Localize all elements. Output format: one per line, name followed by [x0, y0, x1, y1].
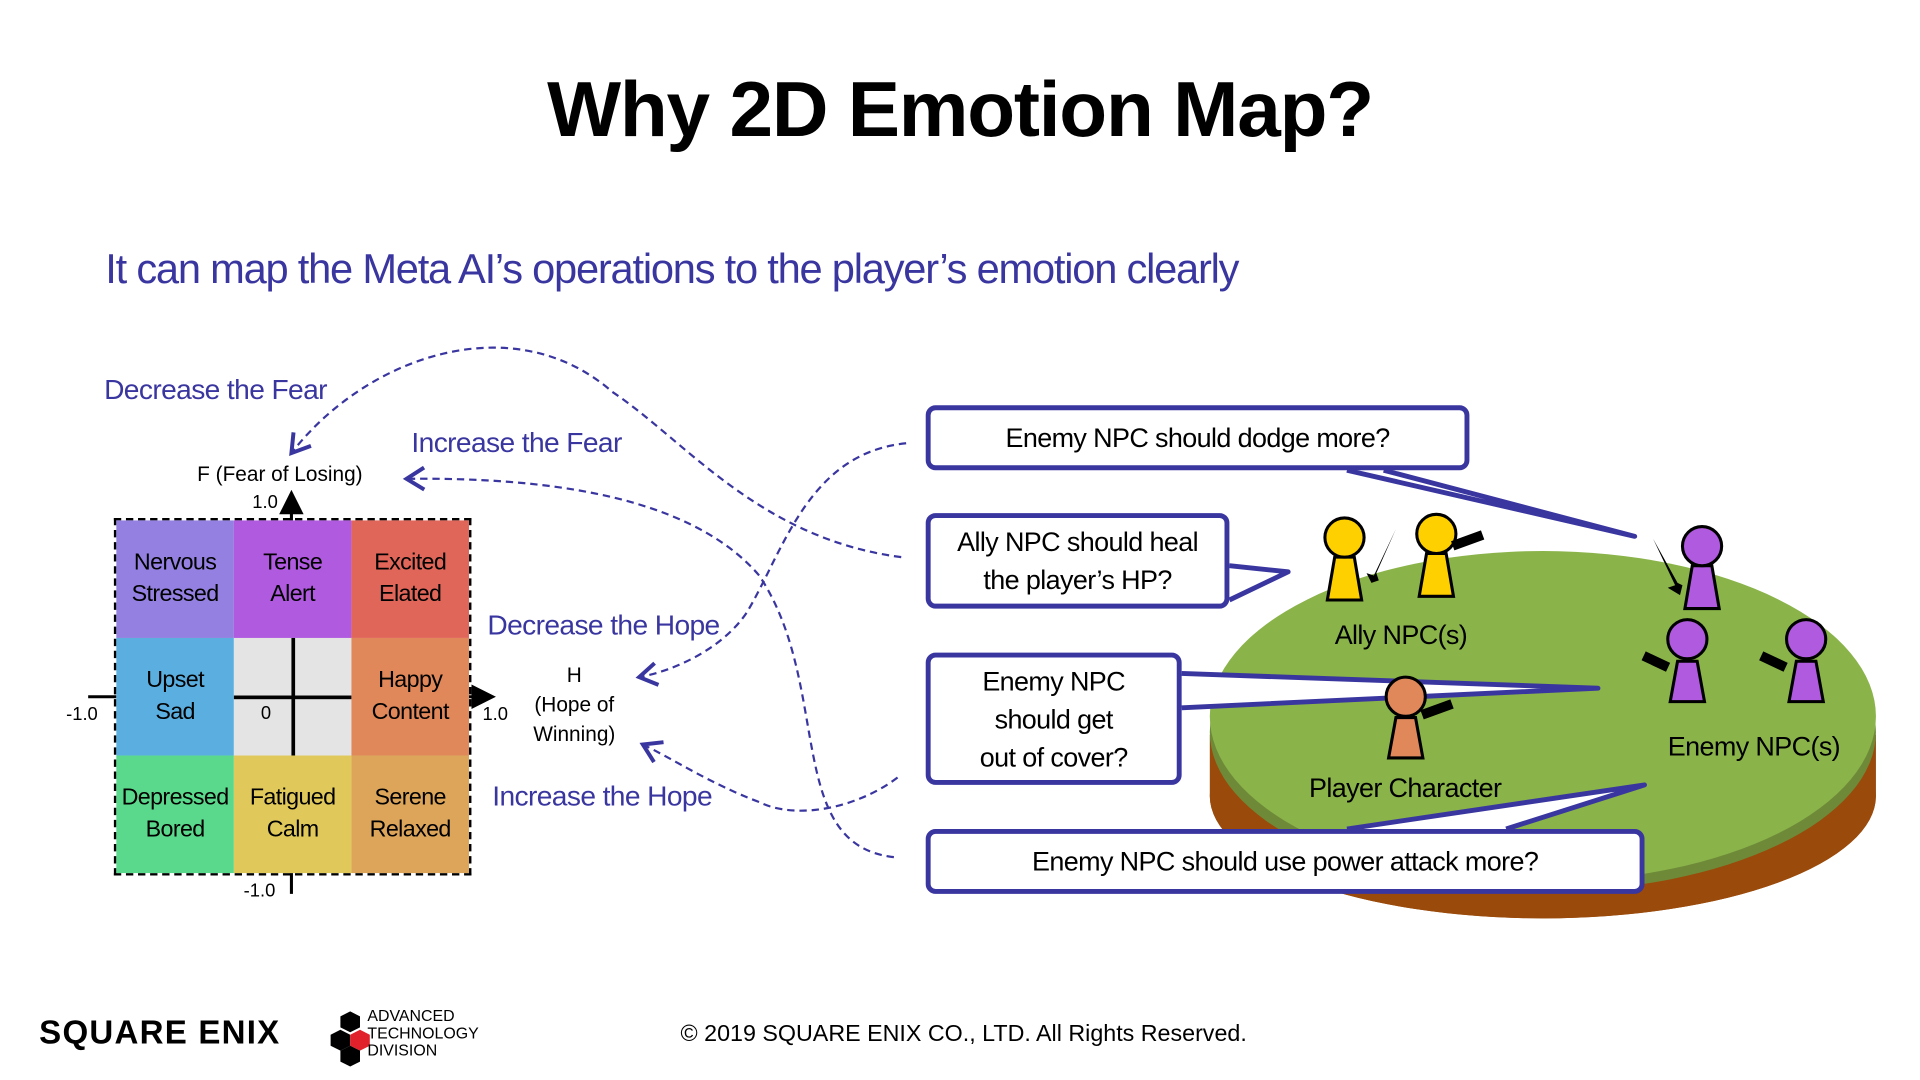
- emotion-label: Serene: [374, 784, 447, 811]
- ally-npc: [1415, 512, 1458, 598]
- square-enix-logo: SQUARE ENIX: [39, 1013, 281, 1051]
- x-axis-label: H (Hope of Winning): [525, 661, 623, 749]
- emotion-label: Fatigued: [249, 784, 336, 811]
- x-min-tick: -1.0: [66, 704, 98, 725]
- emotion-label: Upset: [146, 667, 204, 694]
- x-axis-label-line: H: [566, 663, 582, 687]
- gun-icon: [1641, 651, 1671, 672]
- gun-icon: [1451, 530, 1485, 551]
- bubble-heal: Ally NPC should heal the player’s HP?: [925, 513, 1230, 609]
- decrease-fear-label: Decrease the Fear: [104, 373, 327, 406]
- ally-npc-label: Ally NPC(s): [1334, 619, 1468, 651]
- page-title: Why 2D Emotion Map?: [547, 64, 1374, 154]
- sword-icon: [1366, 528, 1396, 583]
- enemy-npc: [1785, 618, 1828, 704]
- emotion-label: Elated: [379, 581, 442, 608]
- characters: [1323, 512, 1828, 760]
- operation-arrows: [289, 346, 907, 859]
- copyright: © 2019 SQUARE ENIX CO., LTD. All Rights …: [680, 1021, 1247, 1047]
- emotion-cell: 0: [233, 637, 352, 756]
- bubble-cover: Enemy NPC should get out of cover?: [925, 652, 1182, 785]
- gun-icon: [1420, 699, 1454, 720]
- emotion-label: Content: [371, 699, 450, 725]
- emotion-label: Relaxed: [369, 816, 452, 843]
- sword-icon: [1653, 538, 1683, 596]
- atd-line: DIVISION: [367, 1040, 438, 1060]
- x-axis-label-line: (Hope of: [534, 693, 615, 717]
- increase-fear-label: Increase the Fear: [411, 426, 622, 458]
- bubble-line: should get: [994, 703, 1114, 735]
- emotion-label: Happy: [378, 667, 443, 694]
- bubble-line: Enemy NPC: [982, 665, 1126, 697]
- y-axis-label: F (Fear of Losing): [197, 462, 363, 487]
- y-min-tick: -1.0: [243, 880, 276, 902]
- subtitle: It can map the Meta AI’s operations to t…: [105, 246, 1239, 293]
- y-max-tick: 1.0: [252, 492, 278, 514]
- ally-npc: [1323, 516, 1366, 602]
- increase-hope-label: Increase the Hope: [492, 780, 712, 812]
- emotion-label: Stressed: [131, 581, 220, 608]
- enemy-npc: [1666, 618, 1709, 704]
- bubble-line: Ally NPC should heal: [957, 526, 1198, 558]
- player-character: [1384, 675, 1427, 760]
- enemy-npc-label: Enemy NPC(s): [1667, 731, 1841, 762]
- player-character-label: Player Character: [1308, 772, 1502, 804]
- x-max-tick: 1.0: [482, 704, 508, 725]
- decrease-hope-label: Decrease the Hope: [487, 608, 720, 641]
- emotion-label: Bored: [145, 816, 206, 843]
- bubble-dodge: Enemy NPC should dodge more?: [925, 405, 1470, 471]
- emotion-label: Excited: [374, 549, 447, 576]
- emotion-label: Calm: [266, 816, 319, 843]
- origin-tick: 0: [260, 702, 271, 724]
- bubble-line: the player’s HP?: [983, 564, 1172, 596]
- weapon-icons: [1366, 528, 1788, 720]
- atd-line: TECHNOLOGY: [367, 1023, 479, 1043]
- emotion-label: Tense: [263, 549, 323, 576]
- bubble-power-attack: Enemy NPC should use power attack more?: [925, 828, 1645, 894]
- atd-line: ADVANCED: [367, 1006, 455, 1025]
- emotion-axes: [88, 489, 496, 894]
- bubble-line: out of cover?: [979, 741, 1128, 773]
- x-axis-label-line: Winning): [533, 722, 616, 746]
- gun-icon: [1759, 651, 1788, 672]
- emotion-label: Alert: [270, 581, 316, 608]
- emotion-label: Depressed: [121, 784, 230, 811]
- emotion-label: Sad: [155, 699, 195, 725]
- enemy-npc: [1680, 525, 1724, 611]
- atd-logo-icon: [330, 1011, 370, 1067]
- emotion-label: Nervous: [133, 549, 217, 576]
